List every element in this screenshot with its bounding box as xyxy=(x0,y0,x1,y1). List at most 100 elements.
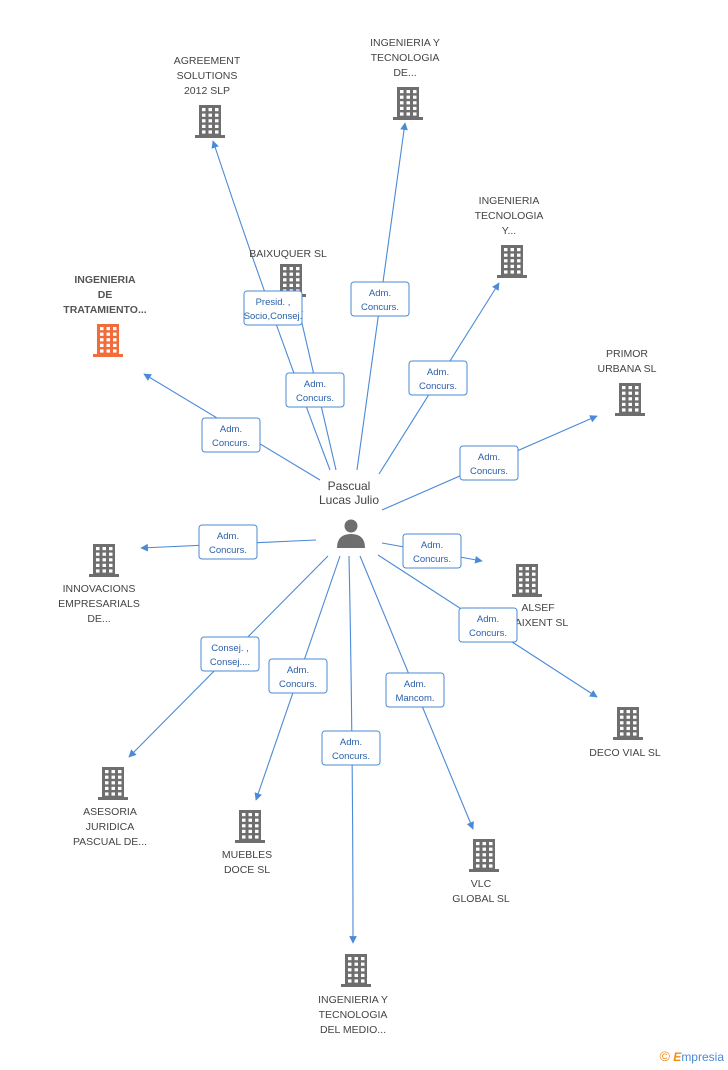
company-label-line: EMPRESARIALS xyxy=(58,598,140,610)
company-label-line: INGENIERIA Y xyxy=(318,994,388,1006)
company-label-line: Y... xyxy=(502,225,516,237)
relation-text-line: Mancom. xyxy=(395,693,434,704)
building-icon[interactable] xyxy=(93,324,123,357)
building-icon[interactable] xyxy=(615,383,645,416)
company-label-line: 2012 SLP xyxy=(184,85,230,97)
relation-text-line: Adm. xyxy=(304,379,326,390)
relation-label-ingtec-de[interactable]: Adm.Concurs. xyxy=(350,281,410,317)
building-icon[interactable] xyxy=(613,707,643,740)
company-label-line: GLOBAL SL xyxy=(452,893,510,905)
relation-label-agreement[interactable]: Presid. , Socio,Consej. xyxy=(243,290,303,326)
company-node-ingtec-de[interactable]: INGENIERIA YTECNOLOGIADE... xyxy=(370,37,440,120)
relation-text-line: Concurs. xyxy=(413,554,451,565)
relation-box xyxy=(459,445,519,481)
relation-text-line: Concurs. xyxy=(419,381,457,392)
relation-text-line: Adm. xyxy=(220,424,242,435)
relation-box xyxy=(321,730,381,766)
relation-label-primor[interactable]: Adm. Concurs. xyxy=(459,445,519,481)
company-label-line: DE... xyxy=(87,613,110,625)
relation-label-alsef[interactable]: Adm.Concurs. xyxy=(402,533,462,569)
company-label-line: INGENIERIA Y xyxy=(370,37,440,49)
building-icon[interactable] xyxy=(195,105,225,138)
relation-label-innovacions[interactable]: Adm.Concurs. xyxy=(198,524,258,560)
building-icon[interactable] xyxy=(497,245,527,278)
relation-text-line: Adm. xyxy=(478,452,500,463)
company-label-line: JURIDICA xyxy=(86,821,134,833)
relation-label-ingtrat[interactable]: Adm. Concurs. xyxy=(201,417,261,453)
relation-label-ingtec-medio[interactable]: Adm. Concurs. xyxy=(321,730,381,766)
company-label-line: INGENIERIA xyxy=(479,195,540,207)
relation-text-line: Adm. xyxy=(340,737,362,748)
company-label-line: INNOVACIONS xyxy=(63,583,136,595)
relation-text-line: Adm. xyxy=(404,679,426,690)
brand-name: mpresia xyxy=(681,1050,724,1064)
building-icon[interactable] xyxy=(512,564,542,597)
company-node-agreement[interactable]: AGREEMENT SOLUTIONS 2012 SLP xyxy=(174,55,241,138)
relation-label-decovial[interactable]: Adm.Concurs. xyxy=(458,607,518,643)
relation-box xyxy=(408,360,468,396)
person-icon[interactable] xyxy=(337,519,365,549)
relation-box xyxy=(201,417,261,453)
building-icon[interactable] xyxy=(98,767,128,800)
relation-box xyxy=(385,672,445,708)
company-node-ingtec-y[interactable]: INGENIERIA TECNOLOGIA Y... xyxy=(475,195,544,278)
relation-box xyxy=(350,281,410,317)
relation-label-vlc[interactable]: Adm. Mancom. xyxy=(385,672,445,708)
relation-box xyxy=(243,290,303,326)
company-node-vlc[interactable]: VLC GLOBAL SL xyxy=(452,839,510,905)
relation-box xyxy=(198,524,258,560)
company-label-line: MUEBLES xyxy=(222,849,272,861)
relation-label-ingtec-y[interactable]: Adm.Concurs. xyxy=(408,360,468,396)
relation-text-line: Presid. , xyxy=(256,297,291,308)
relation-box xyxy=(402,533,462,569)
relations-layer: Presid. , Socio,Consej. Adm. Concurs. Adm. Co… xyxy=(198,281,519,766)
building-icon[interactable] xyxy=(393,87,423,120)
center-name-line: Pascual xyxy=(328,479,371,493)
company-node-baixuquer[interactable]: BAIXUQUER SL xyxy=(249,248,327,297)
company-label-line: SOLUTIONS xyxy=(177,70,238,82)
company-label-line: TECNOLOGIA xyxy=(475,210,544,222)
building-icon[interactable] xyxy=(235,810,265,843)
relation-text-line: Concurs. xyxy=(212,438,250,449)
relation-box xyxy=(268,658,328,694)
relation-box xyxy=(458,607,518,643)
company-label-line: TRATAMIENTO... xyxy=(63,304,146,316)
relation-box xyxy=(200,636,260,672)
company-label-line: BAIXUQUER SL xyxy=(249,248,327,260)
company-label-line: TECNOLOGIA xyxy=(319,1009,388,1021)
company-label-line: VLC xyxy=(471,878,492,890)
relation-label-muebles[interactable]: Adm.Concurs. xyxy=(268,658,328,694)
relation-text-line: Adm. xyxy=(369,288,391,299)
relation-text-line: Consej.... xyxy=(210,657,250,668)
company-label-line: INGENIERIA xyxy=(74,274,136,286)
building-icon[interactable] xyxy=(341,954,371,987)
company-label-line: DE... xyxy=(393,67,416,79)
relation-text-line: Concurs. xyxy=(209,545,247,556)
relation-text-line: Concurs. xyxy=(470,466,508,477)
brand-initial: E xyxy=(673,1050,682,1064)
building-icon[interactable] xyxy=(89,544,119,577)
relation-label-asesoria[interactable]: Consej. , Consej.... xyxy=(200,636,260,672)
company-label-line: PASCUAL DE... xyxy=(73,836,147,848)
company-node-innovacions[interactable]: INNOVACIONS EMPRESARIALS DE... xyxy=(58,544,140,625)
relation-text-line: Concurs. xyxy=(332,751,370,762)
relation-text-line: Consej. , xyxy=(211,643,249,654)
company-node-ingtrat[interactable]: INGENIERIADETRATAMIENTO... xyxy=(63,274,147,357)
relation-text-line: Socio,Consej. xyxy=(244,311,303,322)
company-node-decovial[interactable]: DECO VIAL SL xyxy=(589,707,661,759)
company-label-line: DEL MEDIO... xyxy=(320,1024,386,1036)
company-node-ingtec-medio[interactable]: INGENIERIA Y TECNOLOGIA DEL MEDIO... xyxy=(318,954,388,1036)
relation-text-line: Concurs. xyxy=(279,679,317,690)
relation-text-line: Concurs. xyxy=(296,393,334,404)
company-label-line: AGREEMENT xyxy=(174,55,241,67)
relation-label-baixuquer[interactable]: Adm. Concurs. xyxy=(285,372,345,408)
relation-box xyxy=(285,372,345,408)
building-icon[interactable] xyxy=(469,839,499,872)
